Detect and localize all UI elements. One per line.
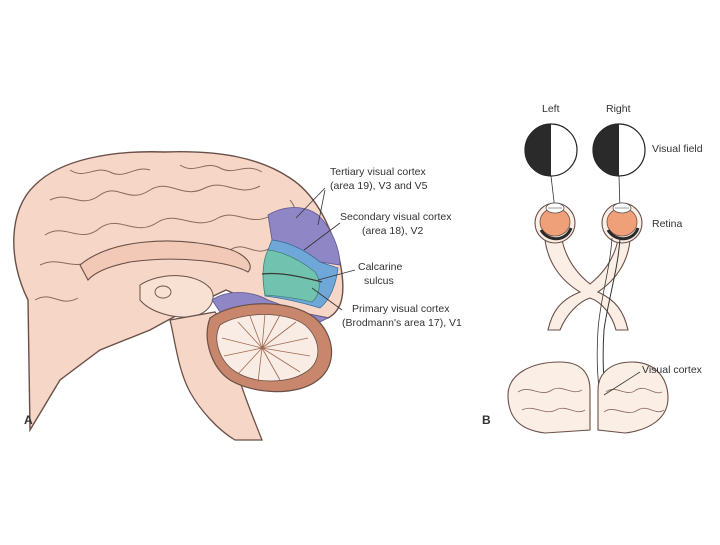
left-visual-field [524, 123, 578, 177]
left-eye [534, 202, 576, 244]
pineal-detail [154, 285, 172, 299]
corpus-callosum [79, 240, 251, 281]
right-visual-field [592, 123, 646, 177]
visual-pathway-diagram [507, 123, 669, 434]
label-calcarine-line2: sulcus [364, 275, 394, 287]
label-visual-field: Visual field [652, 143, 703, 155]
label-left: Left [542, 103, 560, 115]
panel-a-letter: A [24, 413, 33, 427]
leader-lines [295, 187, 356, 311]
label-tertiary-line2: (area 19), V3 and V5 [330, 180, 428, 192]
right-eye [601, 202, 643, 244]
optic-pathway [544, 239, 631, 331]
brain-diagram [13, 151, 356, 441]
thalamus [139, 275, 214, 318]
panel-b-letter: B [482, 413, 491, 427]
label-secondary-line1: Secondary visual cortex [340, 211, 452, 223]
label-secondary-line2: (area 18), V2 [362, 225, 424, 237]
label-primary-line1: Primary visual cortex [352, 303, 450, 315]
label-visual-cortex: Visual cortex [642, 364, 702, 376]
label-calcarine-line1: Calcarine [358, 261, 403, 273]
label-retina: Retina [652, 218, 683, 230]
visual-cortex-lobes [507, 361, 669, 434]
label-tertiary-line1: Tertiary visual cortex [330, 166, 426, 178]
calcarine-sulcus-line [261, 272, 323, 283]
label-primary-line2: (Brodmann's area 17), V1 [342, 317, 462, 329]
visual-cortex-leader [603, 371, 641, 396]
cerebellum [206, 303, 333, 393]
label-right: Right [606, 103, 631, 115]
primary-cortex-region [262, 249, 320, 303]
